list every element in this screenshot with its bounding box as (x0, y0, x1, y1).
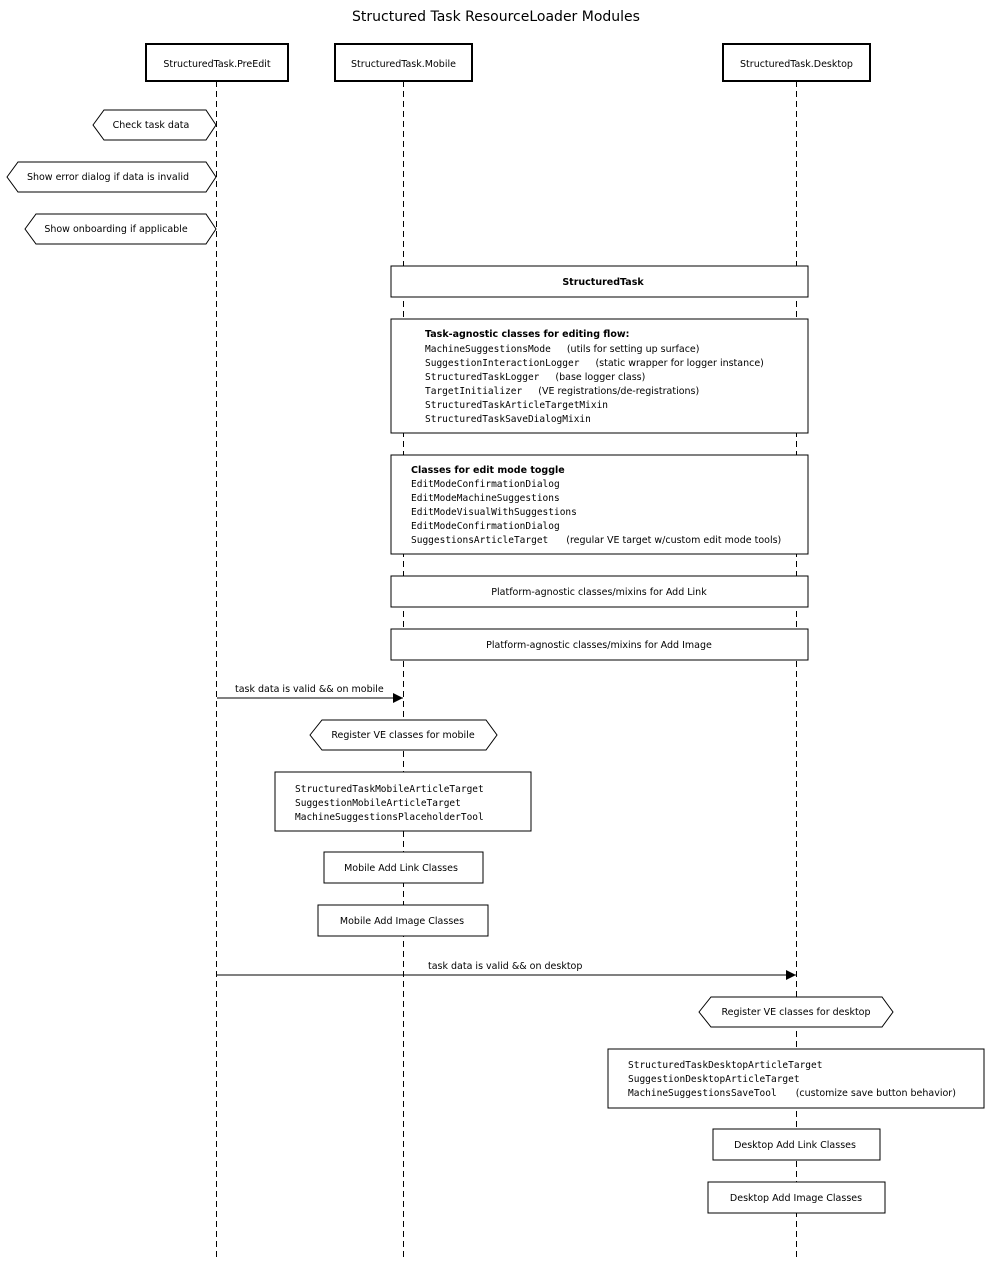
desktop-class-row-note: (customize save button behavior) (796, 1088, 956, 1099)
agnostic-row-class: StructuredTaskSaveDialogMixin (425, 414, 591, 425)
task-agnostic-heading: Task-agnostic classes for editing flow: (425, 329, 629, 340)
step-check-task-data: Check task data (92, 109, 217, 141)
register-desktop: Register VE classes for desktop (698, 996, 894, 1028)
mobile-add-link-box: Mobile Add Link Classes (323, 851, 484, 884)
agnostic-row-class: StructuredTaskArticleTargetMixin (425, 400, 608, 411)
platform-add-image-box: Platform-agnostic classes/mixins for Add… (390, 628, 809, 661)
edit-mode-row-class: EditModeConfirmationDialog (411, 479, 560, 490)
register-mobile: Register VE classes for mobile (309, 719, 498, 751)
agnostic-row-class: MachineSuggestionsMode (425, 344, 551, 355)
participant-desktop-label: StructuredTask.Desktop (740, 59, 853, 70)
desktop-add-image-box: Desktop Add Image Classes (707, 1181, 886, 1214)
edit-mode-row-class: EditModeVisualWithSuggestions (411, 507, 577, 518)
message-mobile: task data is valid && on mobile (217, 684, 403, 703)
structured-task-header: StructuredTask (562, 277, 644, 288)
mobile-add-image-label: Mobile Add Image Classes (340, 916, 464, 927)
desktop-class-row-class: StructuredTaskDesktopArticleTarget (628, 1060, 822, 1071)
participant-preedit: StructuredTask.PreEdit (145, 43, 289, 82)
diagram-title: Structured Task ResourceLoader Modules (352, 9, 640, 25)
desktop-classes-box: StructuredTaskDesktopArticleTargetSugges… (607, 1048, 985, 1109)
platform-add-link-label: Platform-agnostic classes/mixins for Add… (491, 587, 707, 598)
message-desktop: task data is valid && on desktop (217, 961, 796, 980)
platform-add-image-label: Platform-agnostic classes/mixins for Add… (486, 640, 712, 651)
register-desktop-label: Register VE classes for desktop (721, 1007, 870, 1018)
edit-mode-row-class: EditModeConfirmationDialog (411, 521, 560, 532)
edit-mode-box: Classes for edit mode toggle EditModeCon… (390, 454, 809, 555)
desktop-class-row-class: SuggestionDesktopArticleTarget (628, 1074, 800, 1085)
desktop-add-image-label: Desktop Add Image Classes (730, 1193, 862, 1204)
agnostic-row-class: TargetInitializer (425, 386, 523, 397)
platform-add-link-box: Platform-agnostic classes/mixins for Add… (390, 575, 809, 608)
mobile-class-row-class: MachineSuggestionsPlaceholderTool (295, 812, 484, 823)
edit-mode-heading: Classes for edit mode toggle (411, 465, 565, 476)
desktop-class-row-class: MachineSuggestionsSaveTool (628, 1088, 777, 1099)
agnostic-row-note: (VE registrations/de-registrations) (538, 386, 699, 397)
agnostic-row-class: StructuredTaskLogger (425, 372, 540, 383)
agnostic-row-note: (utils for setting up surface) (567, 344, 700, 355)
agnostic-row-note: (base logger class) (555, 372, 645, 383)
message-mobile-label: task data is valid && on mobile (235, 684, 384, 695)
desktop-add-link-box: Desktop Add Link Classes (712, 1128, 881, 1161)
participant-mobile-label: StructuredTask.Mobile (351, 59, 456, 70)
edit-mode-row-class: EditModeMachineSuggestions (411, 493, 560, 504)
agnostic-row-class: SuggestionInteractionLogger (425, 358, 580, 369)
mobile-class-row-class: StructuredTaskMobileArticleTarget (295, 784, 484, 795)
desktop-add-link-label: Desktop Add Link Classes (734, 1140, 856, 1151)
step-check-label: Check task data (113, 120, 190, 131)
step-show-onboarding: Show onboarding if applicable (24, 213, 217, 245)
step-onboarding-label: Show onboarding if applicable (44, 224, 188, 235)
participant-desktop: StructuredTask.Desktop (722, 43, 871, 82)
step-error-label: Show error dialog if data is invalid (27, 172, 189, 183)
mobile-add-image-box: Mobile Add Image Classes (317, 904, 489, 937)
structured-task-box: StructuredTask (390, 265, 809, 298)
step-show-error-dialog: Show error dialog if data is invalid (6, 161, 217, 193)
participant-preedit-label: StructuredTask.PreEdit (163, 59, 271, 70)
register-mobile-label: Register VE classes for mobile (331, 730, 475, 741)
mobile-add-link-label: Mobile Add Link Classes (344, 863, 458, 874)
task-agnostic-box: Task-agnostic classes for editing flow: … (390, 318, 809, 434)
agnostic-row-note: (static wrapper for logger instance) (595, 358, 763, 369)
edit-mode-row-note: (regular VE target w/custom edit mode to… (566, 535, 781, 546)
participant-mobile: StructuredTask.Mobile (334, 43, 473, 82)
message-desktop-label: task data is valid && on desktop (428, 961, 582, 972)
mobile-classes-box: StructuredTaskMobileArticleTargetSuggest… (274, 771, 532, 832)
edit-mode-row-class: SuggestionsArticleTarget (411, 535, 548, 546)
mobile-class-row-class: SuggestionMobileArticleTarget (295, 798, 461, 809)
